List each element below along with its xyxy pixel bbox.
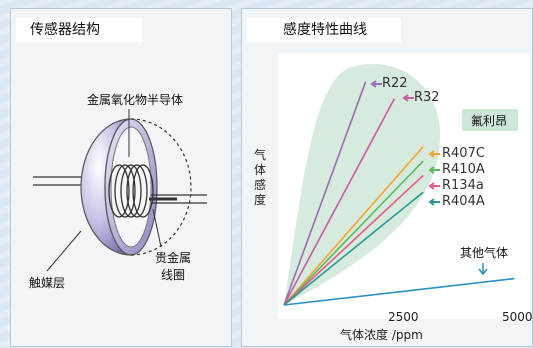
- x-axis-label: 气体浓度 /ppm: [340, 327, 423, 342]
- series-line-0: [283, 81, 367, 306]
- series-arrow-2: [428, 150, 440, 158]
- y-axis-label-2: 体: [254, 163, 266, 177]
- series-label-5: R404A: [442, 194, 485, 209]
- series-line-5: [283, 191, 424, 306]
- sensitivity-curve-title: 感度特性曲线: [247, 18, 401, 42]
- catalyst-shell: [80, 118, 192, 256]
- series-line-6: [283, 277, 515, 306]
- y-axis-label-3: 感: [254, 177, 266, 192]
- series-arrow-1: [402, 94, 414, 102]
- series-label-1: R32: [414, 90, 440, 105]
- x-tick-label-0: 2500: [388, 310, 419, 324]
- series-line-4: [283, 174, 424, 306]
- series-arrow-6: [478, 263, 488, 276]
- freon-highlight-region: [284, 64, 441, 305]
- freon-group-box: [462, 109, 518, 131]
- series-line-3: [283, 160, 424, 306]
- series-arrow-4: [428, 182, 440, 190]
- freon-group-label: 氟利昂: [471, 114, 507, 128]
- series-line-1: [283, 98, 396, 306]
- noble-metal-coil: [108, 164, 177, 218]
- sensor-structure-panel: 传感器结构: [10, 8, 232, 347]
- series-label-3: R410A: [442, 162, 485, 177]
- series-label-2: R407C: [442, 146, 485, 161]
- y-axis-label-4: 度: [254, 192, 266, 207]
- series-label-4: R134a: [442, 178, 484, 193]
- leader-lines: [46, 109, 162, 272]
- series-lines: [283, 81, 515, 306]
- y-axis-label-1: 气: [254, 147, 266, 162]
- series-label-0: R22: [382, 76, 408, 91]
- series-arrow-5: [428, 198, 440, 206]
- metal-oxide-label: 金属氧化物半导体: [87, 92, 183, 107]
- sensor-structure-diagram: 金属氧化物半导体 贵金属 线圈 触媒层: [29, 92, 207, 290]
- series-arrow-0: [370, 80, 382, 88]
- x-tick-labels: 2500 5000: [388, 310, 533, 324]
- series-label-6: 其他气体: [460, 245, 508, 260]
- catalyst-layer-label: 触媒层: [29, 276, 65, 290]
- noble-metal-label-line1: 贵金属: [155, 250, 191, 265]
- series-arrow-3: [428, 166, 440, 174]
- lead-wires: [33, 176, 207, 204]
- noble-metal-label-line2: 线圈: [161, 268, 185, 282]
- sensor-structure-title: 传感器结构: [16, 18, 142, 42]
- x-tick-label-1: 5000: [502, 310, 533, 324]
- series-line-2: [283, 146, 424, 306]
